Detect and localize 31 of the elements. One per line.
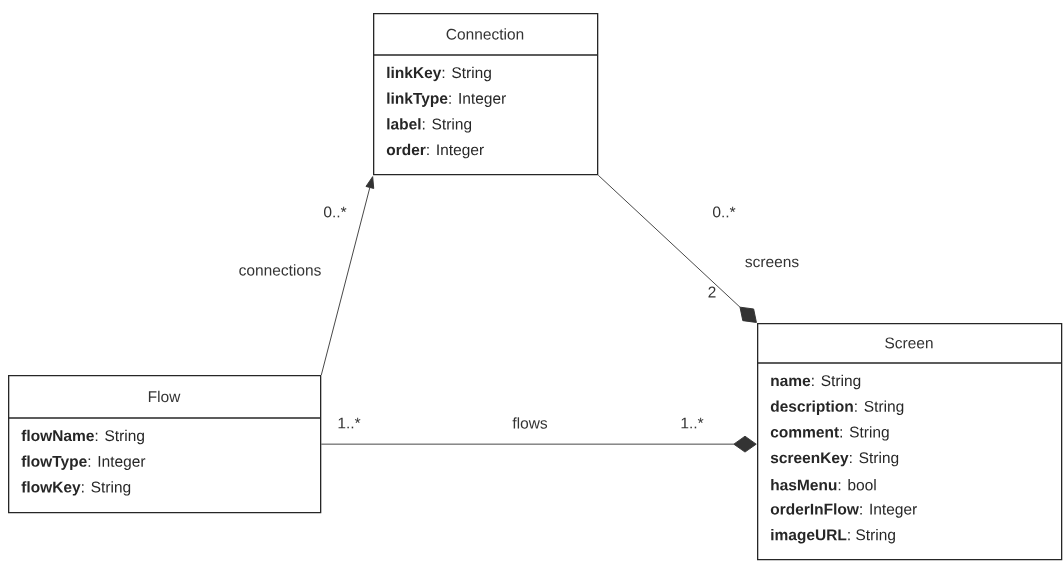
association-line <box>320 176 375 376</box>
multiplicity: 1..* <box>338 417 361 429</box>
class-box <box>7 375 322 514</box>
class-name: Connection <box>446 28 524 40</box>
attribute: description: String <box>770 400 904 415</box>
attribute: imageURL: String <box>771 528 895 544</box>
multiplicity: 1..* <box>681 417 704 429</box>
multiplicity: 2 <box>708 286 716 298</box>
multiplicity: 0..* <box>713 206 736 218</box>
attribute: hasMenu: bool <box>771 479 876 491</box>
multiplicity: 0..* <box>324 206 347 218</box>
class-box <box>756 323 1063 561</box>
attribute: name: String <box>771 374 861 390</box>
association-line <box>320 435 757 453</box>
attribute: linkKey: String <box>387 66 491 82</box>
attribute: order: Integer <box>386 143 484 159</box>
class-box <box>372 13 599 176</box>
attribute: flowType: Integer <box>21 455 146 470</box>
attribute: label: String <box>387 118 472 133</box>
attribute: flowName: String <box>21 429 144 445</box>
edge-label: screens <box>743 257 801 269</box>
attribute: linkType: Integer <box>387 92 506 107</box>
edge-label: connections <box>237 263 323 277</box>
attribute: orderInFlow: Integer <box>770 503 917 518</box>
attribute: screenKey: String <box>770 451 899 467</box>
class-name: Flow <box>148 390 181 403</box>
attribute: flowKey: String <box>21 481 131 496</box>
association-line <box>597 174 757 323</box>
edge-label: flows <box>511 416 549 430</box>
class-name: Screen <box>885 337 933 349</box>
attribute: comment: String <box>770 426 889 441</box>
